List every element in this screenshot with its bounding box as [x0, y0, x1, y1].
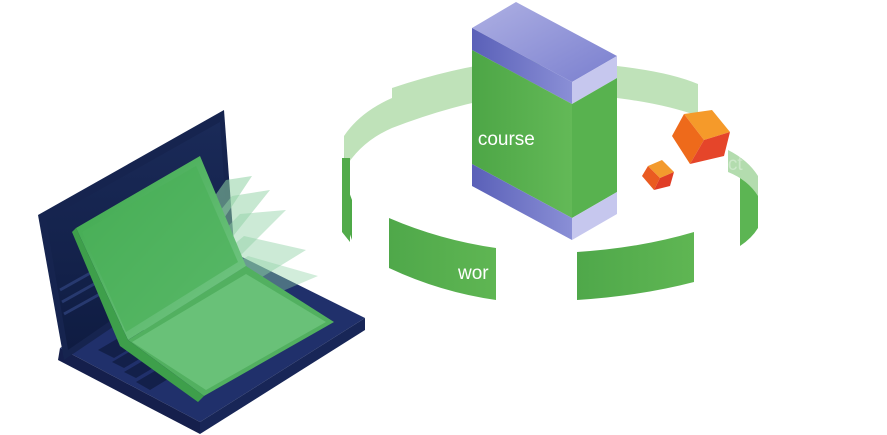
ring-front: [342, 150, 758, 300]
server-icon: [472, 2, 617, 240]
label-course: e course: [462, 129, 535, 150]
label-work: wor: [457, 263, 489, 284]
open-book-icon: [72, 156, 334, 402]
cube-icon: [642, 110, 730, 190]
label-practice: ract: [711, 154, 743, 175]
